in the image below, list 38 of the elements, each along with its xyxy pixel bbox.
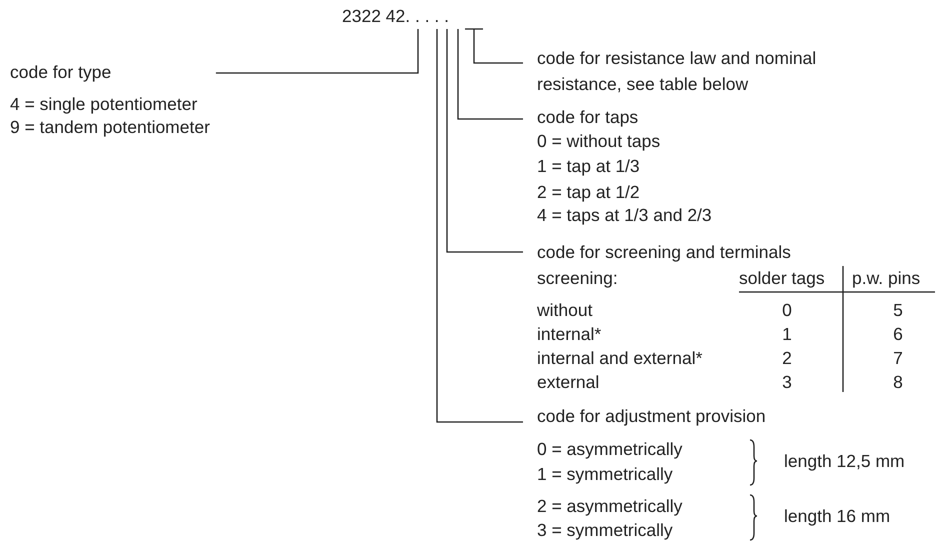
leader-line: [216, 29, 419, 74]
field-heading: code for type: [10, 61, 112, 83]
leader-line: [436, 29, 523, 423]
table-cell: 2: [782, 347, 792, 369]
row-label: without: [537, 299, 592, 321]
row-label: screening:: [537, 267, 618, 289]
column-header: solder tags: [739, 267, 825, 289]
field-description: code for resistance law and nominal resistance, see table below: [537, 45, 867, 97]
column-header: p.w. pins: [852, 267, 920, 289]
code-option: 4 = single potentiometer: [10, 93, 198, 115]
field-heading: code for adjustment provision: [537, 405, 766, 427]
code-option: 1 = tap at 1/3: [537, 155, 640, 177]
code-option: 2 = asymmetrically: [537, 495, 682, 517]
length-note: length 12,5 mm: [784, 450, 905, 472]
leader-line: [464, 28, 524, 64]
leader-line: [446, 29, 523, 253]
table-cell: 1: [782, 323, 792, 345]
code-option: 3 = symmetrically: [537, 519, 673, 541]
code-option: 2 = tap at 1/2: [537, 181, 640, 203]
row-label: external: [537, 371, 600, 393]
code-option: 9 = tandem potentiometer: [10, 116, 210, 138]
type-code: 2322 42. . . . .: [342, 5, 450, 27]
code-option: 0 = without taps: [537, 130, 660, 152]
table-cell: 5: [893, 299, 903, 321]
leader-line: [457, 29, 523, 120]
table-cell: 6: [893, 323, 903, 345]
row-label: internal and external*: [537, 347, 702, 369]
table-cell: 0: [782, 299, 792, 321]
length-note: length 16 mm: [784, 505, 890, 527]
row-label: internal*: [537, 323, 602, 345]
field-heading: code for taps: [537, 106, 638, 128]
field-heading: code for screening and terminals: [537, 241, 791, 263]
table-cell: 3: [782, 371, 792, 393]
table-cell: 7: [893, 347, 903, 369]
code-option: 0 = asymmetrically: [537, 438, 682, 460]
table-cell: 8: [893, 371, 903, 393]
code-option: 4 = taps at 1/3 and 2/3: [537, 204, 712, 226]
code-option: 1 = symmetrically: [537, 463, 673, 485]
